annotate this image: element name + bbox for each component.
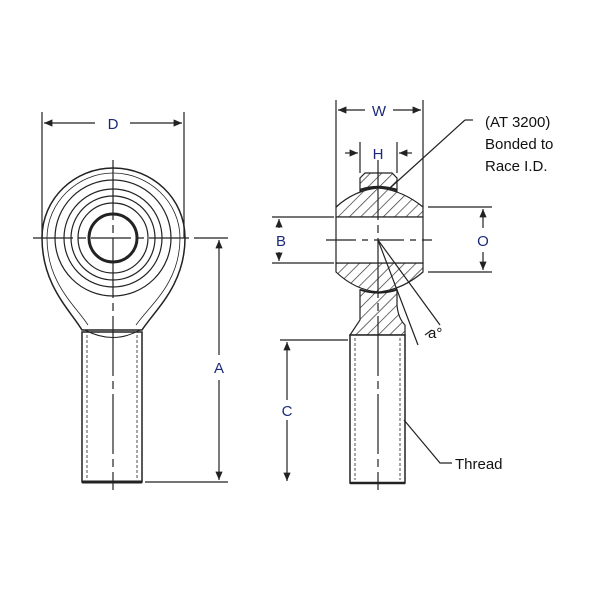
label-angle: a° [428, 325, 442, 342]
ball-bottom [335, 262, 424, 293]
label-c: C [282, 403, 293, 420]
label-w: W [372, 103, 387, 120]
ball-top [335, 187, 424, 218]
label-a: A [214, 360, 224, 377]
thread-leader [403, 419, 452, 464]
liner-note-line3: Race I.D. [485, 158, 548, 175]
neck [348, 289, 406, 336]
liner-note-line2: Bonded to [485, 136, 553, 153]
label-b: B [276, 233, 286, 250]
liner-leader [389, 119, 466, 189]
shank [81, 331, 143, 483]
thread-note: Thread [455, 456, 503, 473]
label-h: H [373, 146, 384, 163]
label-d: D [108, 116, 119, 133]
side-section-view [272, 100, 492, 490]
front-view [33, 112, 228, 490]
liner-note-line1: (AT 3200) [485, 114, 550, 131]
label-o: O [477, 233, 489, 250]
